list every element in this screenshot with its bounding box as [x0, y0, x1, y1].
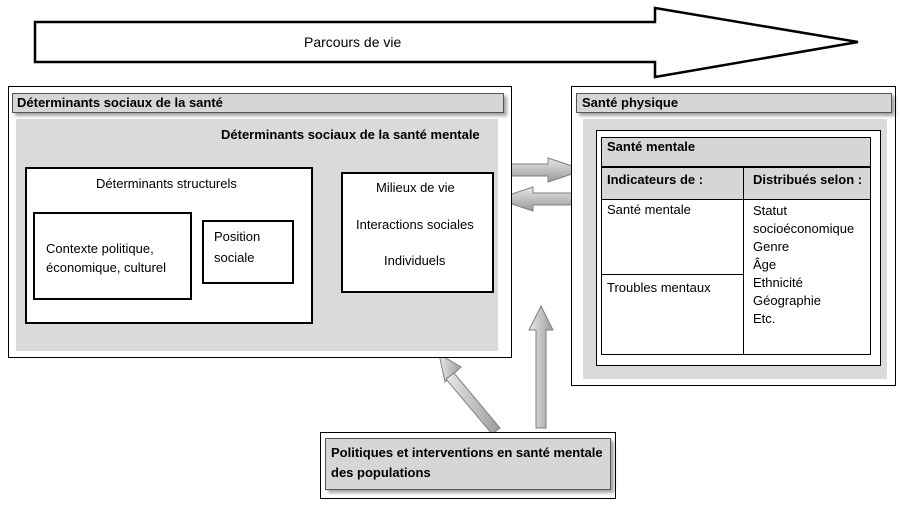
- indicator-mental-health: Santé mentale: [607, 202, 691, 217]
- distribution-item: socioéconomique: [753, 221, 855, 236]
- arrow-policies-to-health: [528, 304, 554, 429]
- context-box: [33, 212, 192, 300]
- distribution-item: Géographie: [753, 293, 821, 308]
- distribution-item: Statut: [753, 203, 787, 218]
- distribution-item: Âge: [753, 257, 777, 272]
- distribution-cell: [743, 199, 871, 355]
- distribution-item: Etc.: [753, 311, 776, 326]
- social-position-box: [202, 220, 294, 284]
- life-course-arrow: [33, 6, 859, 79]
- arrow-to-determinants: [495, 186, 574, 212]
- mental-health-title: Santé mentale: [607, 139, 696, 154]
- distribution-item: Genre: [753, 239, 790, 254]
- mental-health-header: [601, 137, 871, 167]
- physical-health-header: [576, 93, 892, 113]
- context-line2: économique, culturel: [46, 260, 166, 275]
- living-environments-box: [341, 172, 494, 293]
- determinants-panel-header: [12, 93, 504, 113]
- milieux-line1: Milieux de vie: [376, 180, 455, 195]
- distribution-header: Distribués selon :: [753, 172, 863, 187]
- mental-determinants-subtitle: Déterminants sociaux de la santé mentale: [221, 127, 480, 142]
- indicator-mental-disorders: Troubles mentaux: [607, 280, 711, 295]
- distribution-header-cell: [743, 167, 871, 200]
- life-course-label: Parcours de vie: [304, 34, 402, 50]
- milieux-line3: Individuels: [384, 253, 446, 268]
- policies-line2: des populations: [331, 465, 431, 480]
- position-line1: Position: [214, 229, 261, 244]
- context-line1: Contexte politique,: [46, 241, 154, 256]
- physical-health-title: Santé physique: [582, 95, 679, 110]
- policies-box-inner: [325, 438, 611, 490]
- policies-line1: Politiques et interventions en santé men…: [331, 445, 603, 460]
- determinants-panel-title: Déterminants sociaux de la santé: [17, 95, 223, 110]
- position-line2: sociale: [214, 250, 255, 265]
- indicators-header: Indicateurs de :: [607, 172, 704, 187]
- structural-determinants-title: Déterminants structurels: [96, 176, 237, 191]
- distribution-item: Ethnicité: [753, 275, 803, 290]
- milieux-line2: Interactions sociales: [356, 217, 474, 232]
